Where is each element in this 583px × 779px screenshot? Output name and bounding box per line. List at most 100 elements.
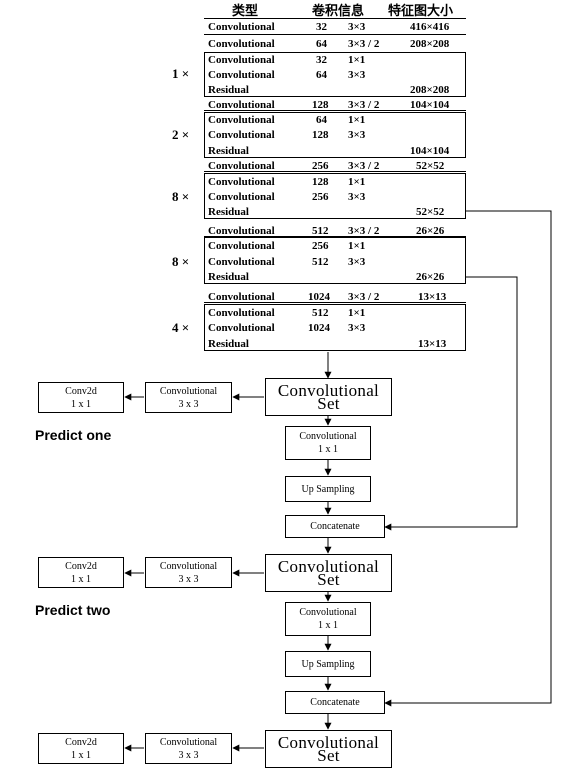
row-type: Convolutional	[208, 69, 275, 81]
row-filters: 64	[316, 69, 327, 81]
row-type: Convolutional	[208, 129, 275, 141]
row-separator	[204, 302, 466, 303]
row-output: 26×26	[416, 271, 445, 283]
row-type: Convolutional	[208, 114, 275, 126]
row-filters: 64	[316, 114, 327, 126]
conv3x3-box: Convolutional 3 x 3	[145, 382, 232, 413]
row-type: Residual	[208, 271, 249, 283]
predict-two-label: Predict two	[35, 602, 111, 618]
header-conv-info: 卷积信息	[312, 4, 365, 19]
row-kernel: 3×3 / 2	[348, 38, 380, 50]
row-type: Convolutional	[208, 240, 275, 252]
row-type: Convolutional	[208, 54, 275, 66]
header-rule	[204, 18, 466, 19]
residual-block-1	[204, 52, 466, 97]
concatenate-box: Concatenate	[285, 515, 385, 538]
row-separator	[204, 34, 466, 35]
row-kernel: 3×3	[348, 21, 366, 33]
row-filters: 1024	[308, 322, 330, 334]
row-kernel: 1×1	[348, 240, 366, 252]
conv3x3-box: Convolutional 3 x 3	[145, 733, 232, 764]
conv2d-box: Conv2d 1 x 1	[38, 733, 124, 764]
row-kernel: 3×3 / 2	[348, 225, 380, 237]
row-type: Convolutional	[208, 307, 275, 319]
row-kernel: 3×3 / 2	[348, 291, 380, 303]
row-type: Convolutional	[208, 322, 275, 334]
row-filters: 32	[316, 54, 327, 66]
row-output: 13×13	[418, 338, 447, 350]
row-type: Convolutional	[208, 38, 275, 50]
row-separator	[204, 110, 466, 111]
row-filters: 256	[312, 191, 329, 203]
row-output: 208×208	[410, 38, 450, 50]
row-output: 52×52	[416, 206, 445, 218]
repeat-multiplier: 4 ×	[172, 320, 190, 335]
conv1x1-box: Convolutional 1 x 1	[285, 602, 371, 636]
row-type: Residual	[208, 206, 249, 218]
row-filters: 512	[312, 256, 329, 268]
row-output: 52×52	[416, 160, 445, 172]
repeat-multiplier: 1 ×	[172, 66, 190, 81]
row-output: 26×26	[416, 225, 445, 237]
concatenate-box: Concatenate	[285, 691, 385, 714]
row-kernel: 3×3 / 2	[348, 99, 380, 111]
row-output: 104×104	[410, 145, 450, 157]
row-kernel: 3×3	[348, 322, 366, 334]
row-output: 208×208	[410, 84, 450, 96]
convolutional-set-box: Convolutional Set	[265, 730, 392, 768]
row-filters: 32	[316, 21, 327, 33]
row-output: 13×13	[418, 291, 447, 303]
row-kernel: 3×3	[348, 129, 366, 141]
row-type: Convolutional	[208, 291, 275, 303]
row-kernel: 3×3 / 2	[348, 160, 380, 172]
row-type: Convolutional	[208, 99, 275, 111]
predict-one-label: Predict one	[35, 427, 112, 443]
conv1x1-box: Convolutional 1 x 1	[285, 426, 371, 460]
skip-26-to-concat-1	[384, 276, 518, 531]
row-type: Residual	[208, 84, 249, 96]
row-output: 104×104	[410, 99, 450, 111]
row-type: Convolutional	[208, 21, 275, 33]
conv3x3-box: Convolutional 3 x 3	[145, 557, 232, 588]
row-type: Residual	[208, 145, 249, 157]
row-separator	[204, 171, 466, 172]
row-type: Convolutional	[208, 256, 275, 268]
header-type: 类型	[232, 4, 259, 19]
header-feature-size: 特征图大小	[388, 4, 454, 19]
row-type: Convolutional	[208, 176, 275, 188]
row-kernel: 3×3	[348, 191, 366, 203]
residual-block-2	[204, 112, 466, 158]
conv2d-box: Conv2d 1 x 1	[38, 557, 124, 588]
residual-block-5	[204, 304, 466, 351]
repeat-multiplier: 8 ×	[172, 189, 190, 204]
row-type: Convolutional	[208, 225, 275, 237]
row-output: 416×416	[410, 21, 450, 33]
convolutional-set-box: Convolutional Set	[265, 378, 392, 416]
row-type: Convolutional	[208, 191, 275, 203]
repeat-multiplier: 2 ×	[172, 127, 190, 142]
residual-block-3	[204, 173, 466, 219]
row-type: Convolutional	[208, 160, 275, 172]
skip-52-to-concat-2	[384, 210, 552, 707]
row-filters: 64	[316, 38, 327, 50]
row-filters: 512	[312, 225, 329, 237]
repeat-multiplier: 8 ×	[172, 254, 190, 269]
row-kernel: 1×1	[348, 54, 366, 66]
row-type: Residual	[208, 338, 249, 350]
upsampling-box: Up Sampling	[285, 476, 371, 502]
row-kernel: 1×1	[348, 114, 366, 126]
row-kernel: 1×1	[348, 307, 366, 319]
row-kernel: 3×3	[348, 256, 366, 268]
conv2d-box: Conv2d 1 x 1	[38, 382, 124, 413]
convolutional-set-box: Convolutional Set	[265, 554, 392, 592]
row-filters: 128	[312, 176, 329, 188]
row-kernel: 3×3	[348, 69, 366, 81]
row-filters: 256	[312, 240, 329, 252]
upsampling-box: Up Sampling	[285, 651, 371, 677]
row-filters: 512	[312, 307, 329, 319]
row-separator	[204, 236, 466, 237]
row-filters: 256	[312, 160, 329, 172]
row-filters: 1024	[308, 291, 330, 303]
row-filters: 128	[312, 99, 329, 111]
